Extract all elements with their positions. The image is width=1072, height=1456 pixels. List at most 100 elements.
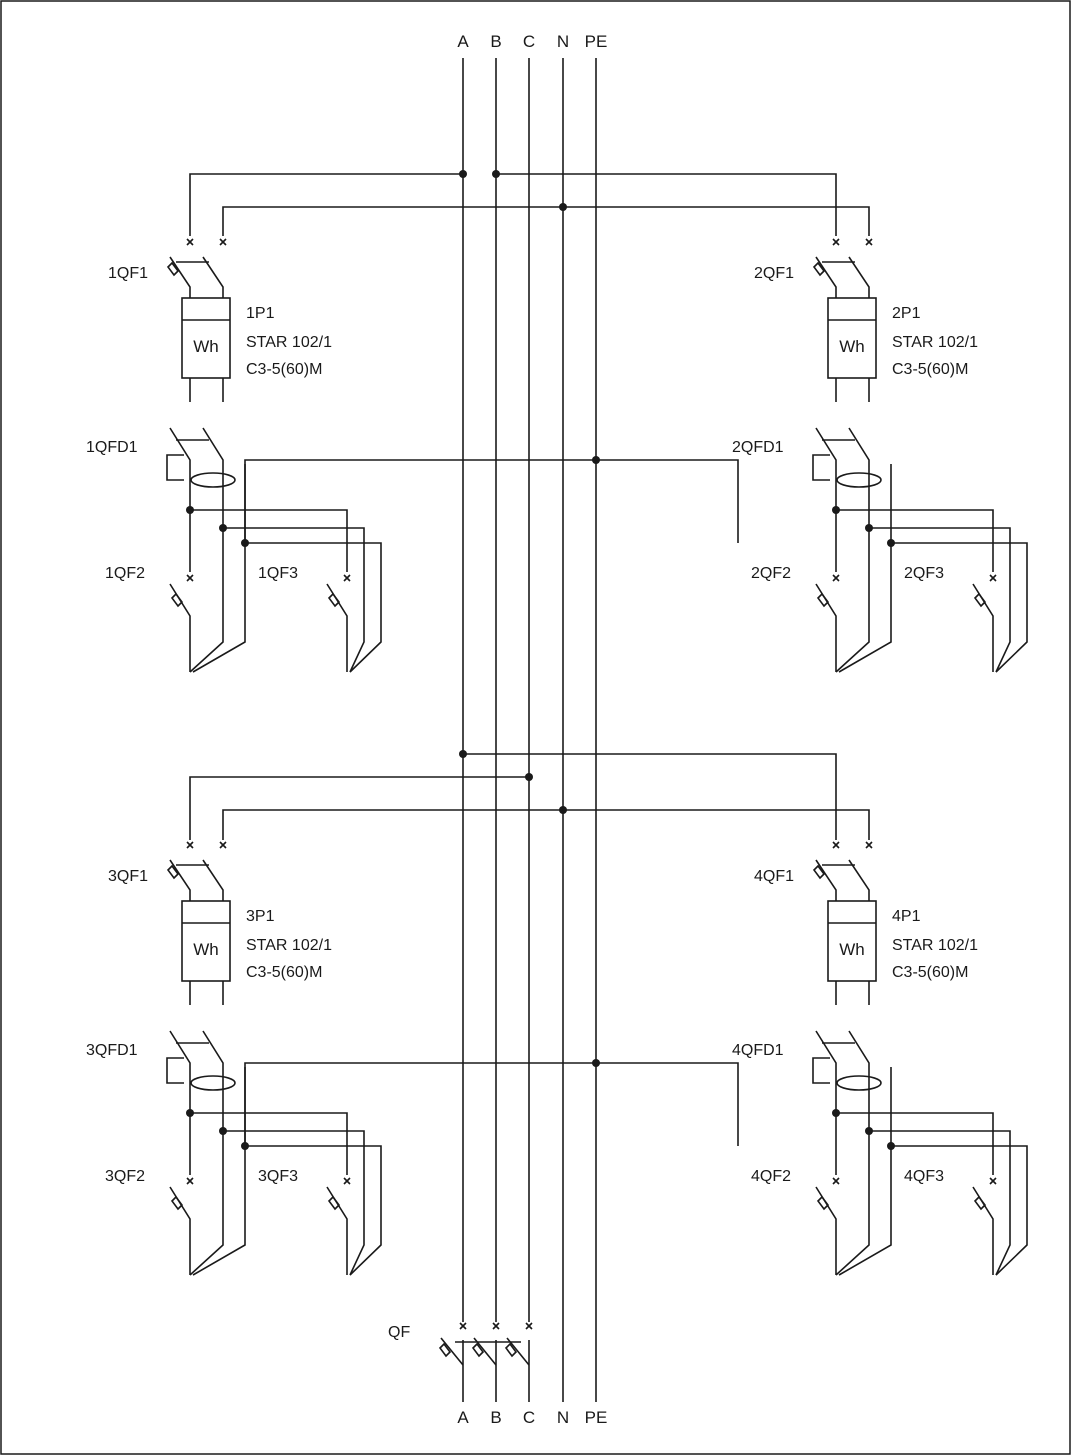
qf-blade bbox=[440, 1337, 464, 1366]
meter-model-label: STAR 102/1 bbox=[246, 937, 332, 954]
rcd-trip bbox=[812, 1057, 830, 1084]
rcd-blade bbox=[202, 427, 224, 528]
rcd-blade bbox=[815, 1030, 837, 1113]
contact-cross bbox=[492, 1322, 500, 1330]
meter-wh-label: Wh bbox=[839, 337, 865, 356]
qf1-blade bbox=[815, 859, 837, 901]
qf1-trip bbox=[812, 261, 826, 277]
wires bbox=[166, 58, 1028, 1402]
junction-dot bbox=[559, 203, 567, 211]
qf1-label: 2QF1 bbox=[754, 265, 794, 282]
rcd-sensor bbox=[836, 472, 882, 488]
qf3-label: 2QF3 bbox=[904, 565, 944, 582]
meter-label: 1P1 bbox=[246, 305, 275, 322]
contact-cross bbox=[832, 1177, 840, 1185]
qf1-label: 3QF1 bbox=[108, 868, 148, 885]
feed-pe bbox=[244, 459, 596, 543]
qf1-label: 1QF1 bbox=[108, 265, 148, 282]
qf1-trip bbox=[812, 864, 826, 880]
qf2-trip bbox=[170, 592, 184, 608]
qf1-blade bbox=[848, 859, 870, 901]
contact-cross bbox=[186, 1177, 194, 1185]
qf3-label: 3QF3 bbox=[258, 1168, 298, 1185]
contact-cross bbox=[343, 1177, 351, 1185]
rcd-blade bbox=[848, 427, 870, 528]
bus-label-bottom-n: N bbox=[557, 1408, 569, 1427]
qf1-trip bbox=[166, 261, 180, 277]
rcd-blade bbox=[169, 1030, 191, 1113]
branch-pe bbox=[245, 1145, 382, 1276]
meter-rating-label: C3-5(60)M bbox=[892, 964, 968, 981]
meter-model-label: STAR 102/1 bbox=[892, 937, 978, 954]
qf1-trip bbox=[166, 864, 180, 880]
rcd-label: 4QFD1 bbox=[732, 1042, 784, 1059]
meter-label: 4P1 bbox=[892, 908, 921, 925]
contact-cross bbox=[186, 841, 194, 849]
branch-feed bbox=[869, 1130, 1011, 1276]
junction-dot bbox=[592, 1059, 600, 1067]
qf1-blade bbox=[202, 859, 224, 901]
branch-feed bbox=[869, 527, 1011, 673]
bus-label-top-n: N bbox=[557, 32, 569, 51]
qf2-neutral bbox=[189, 528, 224, 673]
contact-cross bbox=[832, 238, 840, 246]
meter-label: 3P1 bbox=[246, 908, 275, 925]
rcd-blade bbox=[815, 427, 837, 510]
qf2-neutral bbox=[189, 1131, 224, 1276]
bus-label-bottom-pe: PE bbox=[585, 1408, 608, 1427]
bus-label-top-b: B bbox=[490, 32, 501, 51]
meter-box bbox=[181, 900, 231, 982]
branch-pe bbox=[838, 464, 892, 673]
qf-trip bbox=[471, 1342, 485, 1358]
feed-neutral bbox=[222, 206, 563, 236]
contact-cross bbox=[459, 1322, 467, 1330]
feed-phase bbox=[496, 173, 837, 236]
qf-trip bbox=[504, 1342, 518, 1358]
branch-pe bbox=[891, 1145, 1028, 1276]
bus-label-bottom-a: A bbox=[457, 1408, 469, 1427]
rcd-blade bbox=[848, 1030, 870, 1131]
qf2-trip bbox=[816, 592, 830, 608]
qf2-label: 2QF2 bbox=[751, 565, 791, 582]
qf3-trip bbox=[973, 1195, 987, 1211]
contact-cross bbox=[343, 574, 351, 582]
branch-feed bbox=[223, 527, 365, 673]
feed-phase bbox=[463, 753, 837, 840]
junction-dot bbox=[559, 806, 567, 814]
rcd-label: 1QFD1 bbox=[86, 439, 138, 456]
contact-cross bbox=[832, 574, 840, 582]
rcd-blade bbox=[202, 1030, 224, 1131]
qf1-label: 4QF1 bbox=[754, 868, 794, 885]
bus-label-top-c: C bbox=[523, 32, 535, 51]
contact-cross bbox=[186, 574, 194, 582]
meter-wh-label: Wh bbox=[193, 337, 219, 356]
qf3-label: 1QF3 bbox=[258, 565, 298, 582]
qf2-neutral bbox=[835, 1131, 870, 1276]
feed-pe bbox=[596, 1062, 739, 1146]
feed-neutral bbox=[563, 809, 870, 840]
junction-dot bbox=[492, 170, 500, 178]
meter-rating-label: C3-5(60)M bbox=[246, 964, 322, 981]
feed-phase bbox=[189, 776, 529, 840]
qf3-trip bbox=[327, 1195, 341, 1211]
meter-rating-label: C3-5(60)M bbox=[892, 361, 968, 378]
branch-feed bbox=[836, 1112, 994, 1175]
meter-box bbox=[181, 297, 231, 379]
bus-label-bottom-b: B bbox=[490, 1408, 501, 1427]
meter-box bbox=[827, 297, 877, 379]
contact-cross bbox=[832, 841, 840, 849]
rcd-blade bbox=[169, 427, 191, 510]
feed-neutral bbox=[563, 206, 870, 236]
qf3-trip bbox=[973, 592, 987, 608]
junction-dot bbox=[459, 170, 467, 178]
qf3-label: 4QF3 bbox=[904, 1168, 944, 1185]
branch-pe bbox=[838, 1067, 892, 1276]
qf1-blade bbox=[169, 859, 191, 901]
qf-trip bbox=[438, 1342, 452, 1358]
qf2-label: 4QF2 bbox=[751, 1168, 791, 1185]
rcd-trip bbox=[812, 454, 830, 481]
branch-pe bbox=[192, 464, 246, 673]
meter-wh-label: Wh bbox=[193, 940, 219, 959]
